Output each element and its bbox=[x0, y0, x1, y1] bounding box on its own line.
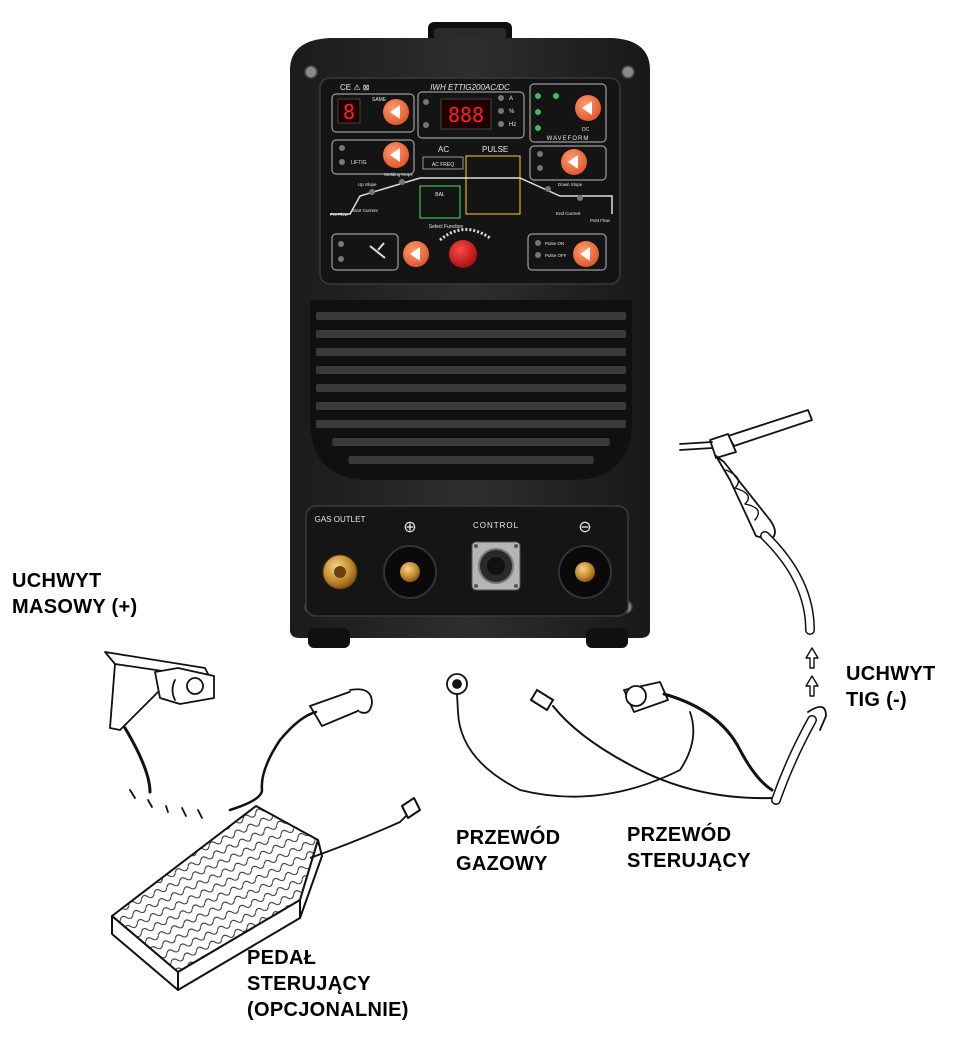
vent-slat bbox=[316, 312, 626, 320]
svg-text:CE ⚠ ⊠: CE ⚠ ⊠ bbox=[340, 83, 369, 92]
pulse-module bbox=[527, 233, 607, 271]
svg-text:Down Slope: Down Slope bbox=[558, 182, 583, 187]
svg-text:PULSE: PULSE bbox=[482, 145, 508, 154]
control-label: CONTROL bbox=[473, 521, 519, 530]
foot-pedal-callout: PEDAŁ STERUJĄCY (OPCJONALNIE) bbox=[247, 947, 409, 1021]
svg-text:Pre Flow: Pre Flow bbox=[330, 212, 349, 217]
waveform-module bbox=[529, 83, 607, 143]
svg-text:AC FREQ: AC FREQ bbox=[432, 162, 454, 168]
main-display: 888 bbox=[448, 103, 484, 127]
play-left-icon bbox=[390, 148, 400, 162]
electrode-icon bbox=[369, 242, 386, 259]
control-cable-callout: PRZEWÓD STERUJĄCY bbox=[627, 824, 751, 872]
ac-dc-module bbox=[529, 145, 607, 181]
svg-text:Post Flow: Post Flow bbox=[590, 218, 611, 223]
play-left-icon bbox=[580, 247, 590, 261]
tig-torch-callout: UCHWYT TIG (-) bbox=[846, 663, 936, 711]
waveform-label: WAVEFORM bbox=[547, 136, 590, 142]
svg-text:BAL: BAL bbox=[435, 192, 445, 198]
gas-hose-callout: PRZEWÓD GAZOWY bbox=[456, 827, 561, 875]
vent-slat bbox=[316, 330, 626, 338]
vent-slat bbox=[348, 456, 594, 464]
svg-text:Welding Amps: Welding Amps bbox=[384, 172, 413, 177]
ground-clamp-callout: UCHWYT MASOWY (+) bbox=[12, 570, 138, 618]
main-display-module bbox=[417, 91, 525, 139]
spot-display: 8 bbox=[343, 100, 355, 124]
knob-scale bbox=[439, 228, 491, 242]
svg-text:End Current: End Current bbox=[556, 211, 581, 216]
vent-slat bbox=[316, 384, 626, 392]
screw-icon bbox=[621, 65, 635, 79]
foot-pedal bbox=[111, 797, 421, 991]
svg-text:A: A bbox=[509, 96, 513, 102]
welding-machine: IWH ETTIG200AC/DC CE ⚠ ⊠ 8 SAME 888 A % … bbox=[290, 22, 650, 648]
program-curve bbox=[330, 177, 613, 215]
spot-label: SAME bbox=[372, 97, 387, 103]
ground-clamp bbox=[104, 651, 215, 819]
control-cable bbox=[529, 688, 773, 800]
trigger-mode-module bbox=[331, 139, 415, 175]
svg-text:Pulse OFF: Pulse OFF bbox=[545, 253, 567, 258]
positive-label: ⊕ bbox=[403, 519, 416, 536]
gas-outlet-label: GAS OUTLET bbox=[315, 515, 366, 524]
vent-slat bbox=[316, 348, 626, 356]
svg-text:LIFTIG: LIFTIG bbox=[351, 160, 367, 166]
spot-module bbox=[331, 93, 415, 133]
vent-slat bbox=[332, 438, 610, 446]
svg-text:AC: AC bbox=[438, 145, 449, 154]
play-left-icon bbox=[582, 101, 592, 115]
vent-slat bbox=[316, 366, 626, 374]
svg-text:Up Slope: Up Slope bbox=[358, 182, 377, 187]
machine-foot-left bbox=[308, 628, 350, 648]
svg-text:DC: DC bbox=[582, 127, 590, 133]
screw-icon bbox=[304, 65, 318, 79]
play-left-icon bbox=[410, 247, 420, 261]
ventilation-grille bbox=[310, 300, 632, 480]
vent-slat bbox=[316, 402, 626, 410]
vent-slat bbox=[316, 420, 626, 428]
balance-frame bbox=[419, 185, 461, 219]
svg-text:Start Current: Start Current bbox=[352, 208, 379, 213]
play-left-icon bbox=[568, 155, 578, 169]
select-function-knob[interactable] bbox=[449, 240, 477, 268]
control-panel: IWH ETTIG200AC/DC CE ⚠ ⊠ 8 SAME 888 A % … bbox=[319, 77, 621, 285]
socket-panel: GAS OUTLET ⊕ CONTROL ⊖ bbox=[305, 505, 629, 617]
arrow-up-icon bbox=[805, 675, 819, 697]
arrow-up-icon bbox=[805, 647, 819, 669]
svg-text:Select Function: Select Function bbox=[429, 224, 464, 230]
svg-text:Pulse ON: Pulse ON bbox=[545, 241, 564, 246]
pulse-frame bbox=[465, 155, 521, 215]
arc-force-module bbox=[331, 233, 399, 271]
negative-label: ⊖ bbox=[578, 519, 591, 536]
tig-torch bbox=[623, 409, 827, 805]
svg-text:Hz: Hz bbox=[509, 122, 516, 128]
svg-text:%: % bbox=[509, 109, 515, 115]
gas-hose bbox=[446, 673, 695, 798]
play-left-icon bbox=[390, 105, 400, 119]
model-label: IWH ETTIG200AC/DC bbox=[430, 83, 510, 92]
machine-foot-right bbox=[586, 628, 628, 648]
ground-cable-plug bbox=[228, 688, 373, 812]
